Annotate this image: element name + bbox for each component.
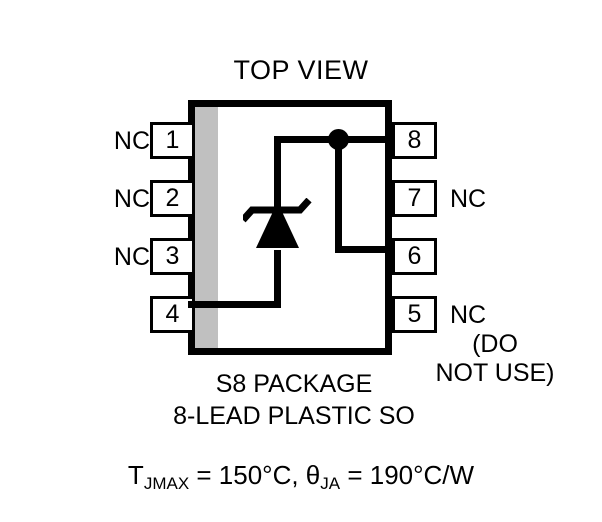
pin-box-1[interactable]: 1 <box>150 122 195 159</box>
wire-zener-cathode <box>274 136 281 208</box>
wire-zener-anode <box>274 250 281 308</box>
theta-ja-symbol: θ <box>305 460 321 490</box>
thermal-spec: TJMAX = 150°C, θJA = 190°C/W <box>0 460 602 493</box>
tjmax-value: = 150°C, <box>189 460 306 490</box>
pin-label-7: NC <box>450 185 487 213</box>
package-caption-line1: S8 PACKAGE <box>215 370 373 398</box>
pin5-note-line2: NOT USE) <box>435 359 555 387</box>
pin-box-8[interactable]: 8 <box>392 122 437 159</box>
pin-box-7[interactable]: 7 <box>392 180 437 217</box>
pin-box-4[interactable]: 4 <box>150 296 195 333</box>
pin5-note-line1: (DO <box>472 330 518 358</box>
zener-diode-icon <box>243 198 312 248</box>
pin-label-5: NC <box>450 301 487 329</box>
theta-ja-subscript: JA <box>320 474 341 493</box>
pin-label-2: NC <box>113 185 150 213</box>
pin-label-3: NC <box>113 243 150 271</box>
wire-pin6-drop <box>335 139 342 253</box>
junction-dot <box>328 129 349 150</box>
pin-box-6[interactable]: 6 <box>392 238 437 275</box>
pin-box-5[interactable]: 5 <box>392 296 437 333</box>
theta-ja-value: = 190°C/W <box>340 460 475 490</box>
package-marker-stripe <box>195 107 218 348</box>
pin-box-3[interactable]: 3 <box>150 238 195 275</box>
pin5-note: (DO NOT USE) <box>400 330 590 388</box>
package-caption-line2: 8-LEAD PLASTIC SO <box>173 402 415 430</box>
package-caption: S8 PACKAGE 8-LEAD PLASTIC SO <box>0 368 602 432</box>
page-title: TOP VIEW <box>233 55 369 85</box>
wire-pin6-rail <box>335 246 392 253</box>
wire-pin4-rail <box>188 301 281 308</box>
pin-label-1: NC <box>113 127 150 155</box>
tjmax-symbol: T <box>127 460 144 490</box>
tjmax-subscript: JMAX <box>143 474 190 493</box>
pin-box-2[interactable]: 2 <box>150 180 195 217</box>
